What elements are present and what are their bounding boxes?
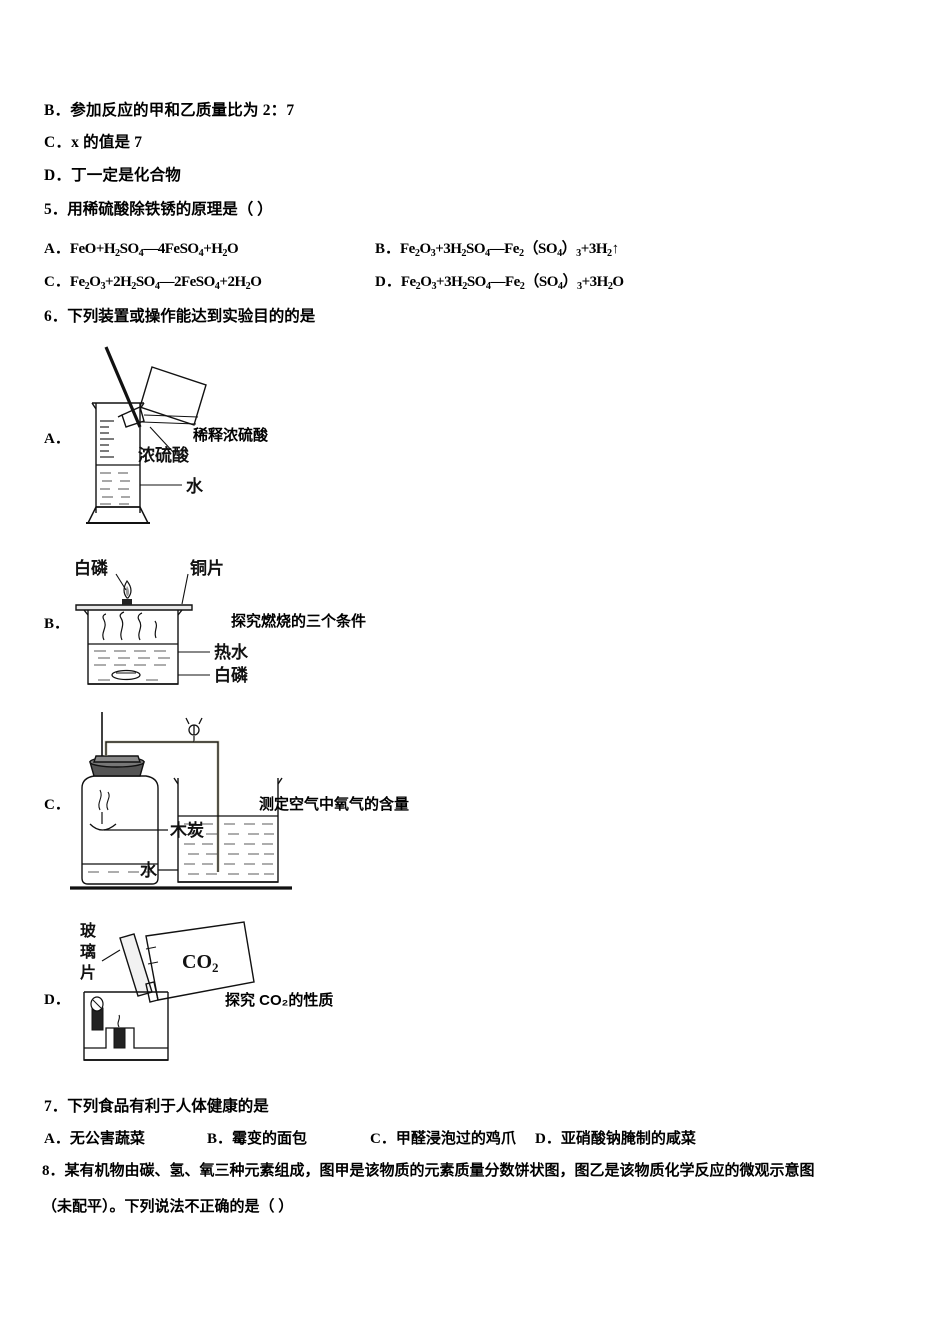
annotation-hot-water: 热水 bbox=[214, 642, 249, 662]
q5-stem: 5．用稀硫酸除铁锈的原理是（ ） bbox=[44, 201, 273, 218]
q5-option-a: A．FeO+H2SO4—4FeSO4+H2O bbox=[44, 241, 239, 259]
q5-option-d-formula: Fe2O3+3H2SO4—Fe2（SO4）3+3H2O bbox=[400, 274, 624, 292]
q7-option-c-text: 甲醛浸泡过的鸡爪 bbox=[395, 1131, 516, 1147]
q7-option-c-label: C． bbox=[370, 1131, 396, 1147]
q8-line1: 8．某有机物由碳、氢、氧三种元素组成，图甲是该物质的元素质量分数饼状图，图乙是该… bbox=[42, 1163, 815, 1179]
q7-stem: 7．下列食品有利于人体健康的是 bbox=[44, 1098, 269, 1115]
figure-combustion-conditions: 白磷 铜片 热水 白磷 bbox=[70, 552, 320, 692]
q7-option-d-text: 亚硝酸钠腌制的咸菜 bbox=[560, 1131, 696, 1147]
q4-option-c-label: C． bbox=[44, 134, 72, 151]
figure-dilute-sulfuric-acid: 浓硫酸 水 bbox=[78, 345, 308, 535]
q7-option-d-label: D． bbox=[535, 1131, 561, 1147]
q7-option-d: D．亚硝酸钠腌制的咸菜 bbox=[535, 1131, 696, 1148]
q4-option-d: D．丁一定是化合物 bbox=[44, 167, 181, 184]
q6-figure-c-caption: 测定空气中氧气的含量 bbox=[259, 796, 410, 813]
q4-option-b-label: B． bbox=[44, 102, 71, 119]
q7-option-a-text: 无公害蔬菜 bbox=[69, 1131, 145, 1147]
q4-option-d-text: 丁一定是化合物 bbox=[71, 167, 181, 184]
q6-figure-d-caption: 探究 CO₂的性质 bbox=[225, 992, 334, 1009]
q5-option-c-formula: Fe2O3+2H2SO4—2FeSO4+2H2O bbox=[69, 274, 262, 292]
svg-text:片: 片 bbox=[80, 963, 96, 982]
q7-option-b-label: B． bbox=[207, 1131, 233, 1147]
q7-option-a-label: A． bbox=[44, 1131, 70, 1147]
q6-figure-c-label: C． bbox=[44, 797, 70, 813]
q7-option-c: C．甲醛浸泡过的鸡爪 bbox=[370, 1131, 516, 1148]
annotation-white-phosphorus-top: 白磷 bbox=[74, 558, 109, 578]
q5-option-d-label: D． bbox=[375, 274, 401, 290]
annotation-glass-slide: 玻 璃 片 bbox=[80, 921, 97, 982]
q4-option-b-text: 参加反应的甲和乙质量比为 2：7 bbox=[70, 102, 295, 119]
q6-figure-a-label: A． bbox=[44, 431, 70, 447]
q5-option-b-label: B． bbox=[375, 241, 401, 257]
q6-figure-a-caption: 稀释浓硫酸 bbox=[193, 427, 269, 444]
figure-co2-properties: 玻 璃 片 bbox=[72, 916, 322, 1066]
annotation-charcoal: 木炭 bbox=[169, 820, 204, 840]
q6-figure-d-label: D． bbox=[44, 992, 70, 1008]
q5-option-c: C．Fe2O3+2H2SO4—2FeSO4+2H2O bbox=[44, 274, 262, 292]
annotation-water: 水 bbox=[186, 476, 204, 496]
q4-option-c: C．x 的值是 7 bbox=[44, 134, 142, 151]
q5-option-a-label: A． bbox=[44, 241, 70, 257]
q4-option-d-label: D． bbox=[44, 167, 72, 184]
q7-option-b-text: 霉变的面包 bbox=[232, 1131, 308, 1147]
annotation-water-jar: 水 bbox=[140, 860, 158, 880]
q7-option-b: B．霉变的面包 bbox=[207, 1131, 307, 1148]
q6-figure-b-caption: 探究燃烧的三个条件 bbox=[231, 613, 367, 630]
q7-option-a: A．无公害蔬菜 bbox=[44, 1131, 145, 1148]
q4-option-c-text: x 的值是 7 bbox=[71, 134, 143, 151]
q5-option-b: B．Fe2O3+3H2SO4—Fe2（SO4）3+3H2↑ bbox=[375, 241, 619, 259]
annotation-co2: CO2 bbox=[182, 951, 219, 975]
q4-option-b: B．参加反应的甲和乙质量比为 2：7 bbox=[44, 102, 294, 119]
svg-text:玻: 玻 bbox=[80, 921, 97, 940]
q5-option-c-label: C． bbox=[44, 274, 70, 290]
annotation-concentrated-sulfuric-acid: 浓硫酸 bbox=[138, 445, 190, 465]
q5-option-a-formula: FeO+H2SO4—4FeSO4+H2O bbox=[69, 241, 239, 259]
figure-oxygen-content-measurement: 木炭 水 bbox=[66, 712, 346, 892]
q8-line2: （未配平）。下列说法不正确的是（ ） bbox=[42, 1199, 294, 1215]
annotation-white-phosphorus-bottom: 白磷 bbox=[214, 665, 249, 685]
q5-option-d: D．Fe2O3+3H2SO4—Fe2（SO4）3+3H2O bbox=[375, 274, 624, 292]
annotation-copper-sheet: 铜片 bbox=[190, 558, 224, 578]
q5-option-b-formula: Fe2O3+3H2SO4—Fe2（SO4）3+3H2↑ bbox=[400, 241, 619, 259]
q6-stem: 6．下列装置或操作能达到实验目的的是 bbox=[44, 308, 316, 325]
svg-text:璃: 璃 bbox=[80, 942, 96, 961]
q6-figure-b-label: B． bbox=[44, 616, 70, 632]
